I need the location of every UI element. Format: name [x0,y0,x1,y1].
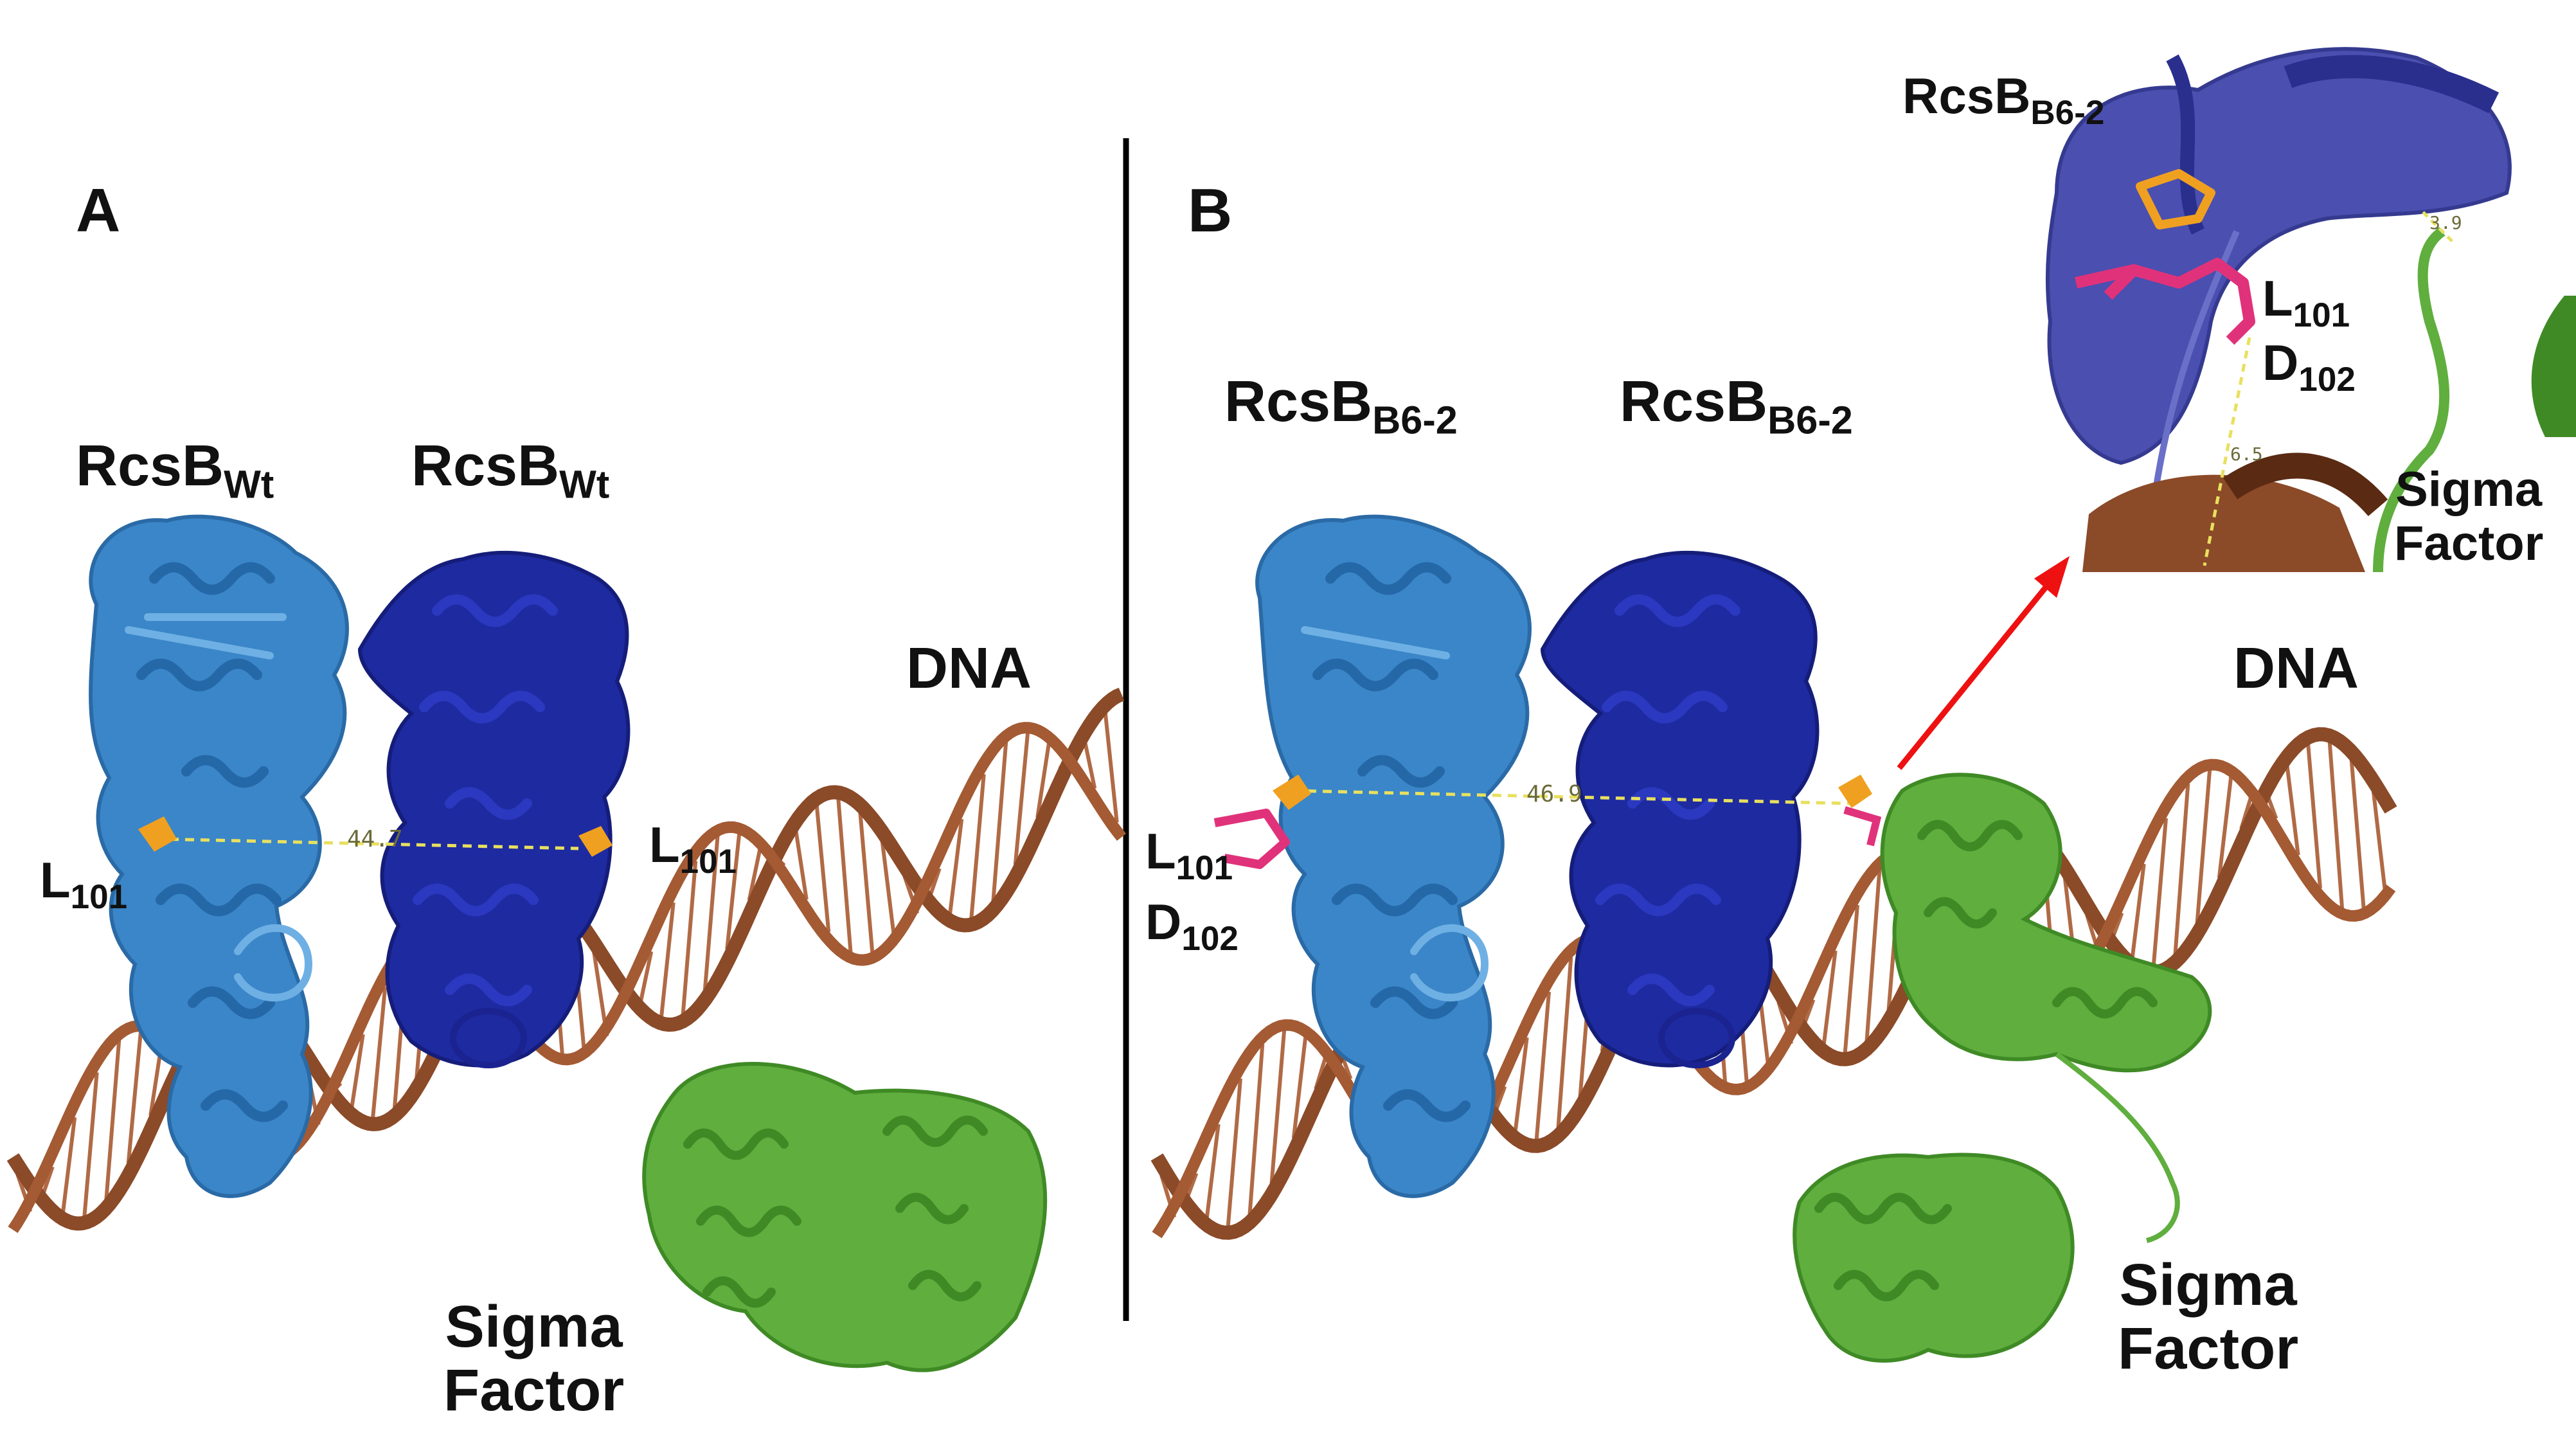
dna-base-pair [2195,766,2212,923]
dna-base-pair [702,834,720,991]
dna-base-pair [836,794,853,955]
dna-base-pair [658,902,675,1025]
dna-base-pair [1820,950,1838,1055]
leu101-label-a-right: L101 [649,816,737,881]
asp102-residue-b1 [1213,809,1290,869]
dna-base-pair [2371,791,2388,902]
distance-label-a: 44.7 [347,826,403,852]
asp102-label-b: D102 [1145,893,1239,958]
dna-base-pair [858,811,875,960]
sigma-factor-b [1793,773,2212,1363]
dna-base-pair [991,742,1008,902]
rcsb-b62-label-1: RcsBB6-2 [1224,370,1458,442]
dna-base-pair [1248,1044,1265,1216]
leu101-residue-a2 [578,826,613,857]
zoom-inset [2034,26,2576,572]
dna-base-pair [1226,1078,1242,1232]
dna-base-pair [370,987,388,1124]
dna-base-pair [2217,767,2234,879]
dna-base-pair [82,1072,99,1221]
dna-base-pair [1843,904,1859,1059]
leu101-residue-b2 [1838,775,1872,808]
dna-base-pair [2173,784,2190,956]
leu101-residue-inset [2136,169,2215,229]
distance-line-b [1291,789,1852,805]
dna-base-pair [2327,738,2345,911]
leu101-residue-b1 [1273,775,1311,810]
dna-base-pair [681,861,698,1018]
sigma-factor-a [642,1062,1048,1372]
dna-base-pair [1291,1028,1309,1139]
panel-label-a: A [76,176,121,245]
dna-base-pair [2305,735,2322,889]
rcsb-b62-label-2: RcsBB6-2 [1620,370,1853,442]
dna-base-pair [1512,1037,1529,1142]
asp102-label-inset: D102 [2262,334,2356,399]
dna-base-pair [1035,733,1053,818]
distance-label-inset-2: 6.5 [2230,444,2263,465]
leu101-label-a-left: L101 [40,852,128,916]
rcsb-wt-label-1: RcsBWt [76,434,274,507]
dna-label-a: DNA [906,636,1032,701]
dna-base-pair [126,1026,143,1163]
dna-base-pair [880,841,897,946]
rcsb-b62-label-inset: RcsBB6-2 [1902,67,2105,132]
dna-base-pair [725,827,742,949]
dna-label-b: DNA [2233,636,2359,701]
dna-base-pair [1865,870,1882,1043]
zoom-arrow [1897,580,2053,770]
leu101-residue-a1 [138,816,177,852]
dna-base-pair [2283,750,2300,856]
dna-base-pair [60,1117,77,1222]
dna-base-pair [1203,1124,1221,1229]
distance-label-b: 46.9 [1526,781,1582,807]
dna-base-pair [1556,957,1573,1129]
dna-base-pair [2349,758,2366,916]
rcsb-b62-monomer-2 [1540,551,1820,1068]
rcsb-wt-label-2: RcsBWt [411,434,610,507]
leu101-label-b: L101 [1145,823,1233,887]
rcsb-wt-monomer-1 [89,514,349,1198]
dna-base-pair [1534,991,1551,1145]
zoom-arrow-head [2034,556,2070,598]
asp102-residue-b2 [1843,806,1882,847]
dna-base-pair [2151,818,2168,972]
leu101-label-inset: L101 [2262,270,2350,334]
panel-label-b: B [1188,176,1233,245]
dna-base-pair [1013,728,1030,865]
dna-base-pair [348,1034,365,1119]
dna-base-pair [104,1040,121,1201]
dna-base-pair [1269,1026,1287,1183]
dna-base-pair [1102,700,1119,823]
rcsb-b62-monomer-1 [1255,514,1532,1198]
rcsb-wt-monomer-2 [357,551,631,1068]
distance-label-inset-1: 3.9 [2429,212,2462,233]
dna-base-pair [814,794,831,933]
dna-base-pair [947,818,964,924]
dna-base-pair [2129,863,2146,969]
dna-base-pair [969,774,986,923]
